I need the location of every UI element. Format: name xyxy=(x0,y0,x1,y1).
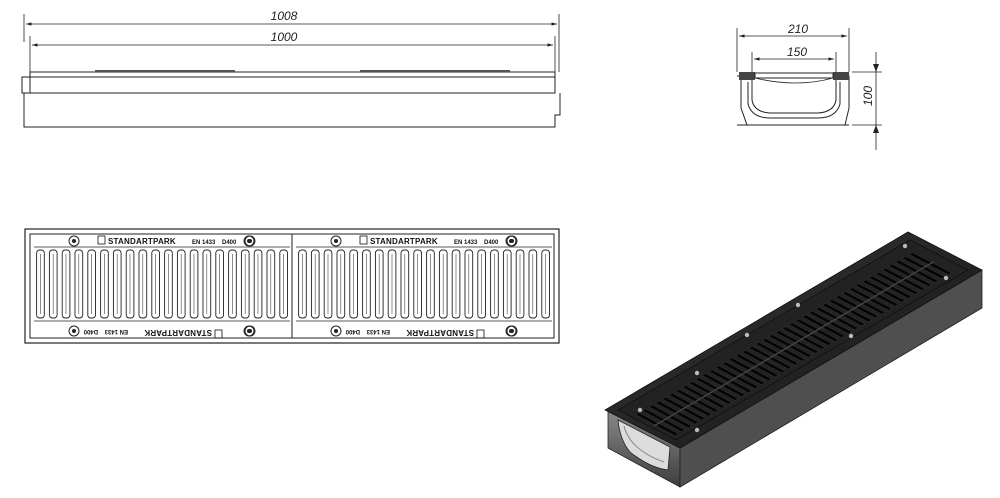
grate-slot xyxy=(362,249,371,319)
dimension-label-150: 150 xyxy=(787,45,807,59)
brand-label: STANDARTPARK xyxy=(108,237,176,246)
grate-slot xyxy=(164,249,173,319)
plan-view: STANDARTPARK EN 1433 D400 STANDARTPARK E… xyxy=(24,228,560,344)
dimension-label-1000: 1000 xyxy=(271,30,298,44)
grate-slot xyxy=(387,249,397,319)
grate-slot xyxy=(112,249,122,319)
load-class-label: D400 xyxy=(83,328,98,334)
grate-slot xyxy=(451,249,461,319)
grate-slot xyxy=(490,249,499,319)
grate-slot xyxy=(240,249,250,319)
grate-slot xyxy=(253,249,263,319)
bolt-icon xyxy=(744,332,750,338)
channel-opening xyxy=(617,419,671,471)
grate-slot xyxy=(310,249,320,319)
grate-slot xyxy=(515,249,525,319)
grate-marking-right-top: STANDARTPARK EN 1433 D400 xyxy=(359,235,499,246)
grate-slot xyxy=(298,249,307,319)
grate-slots-iso xyxy=(635,252,953,437)
bolt-icon xyxy=(694,370,700,376)
grate-slot xyxy=(176,249,186,319)
grate-slot xyxy=(477,249,486,319)
dimension-inner-width: 150 xyxy=(751,45,837,74)
grate-slot xyxy=(413,249,422,319)
grate-side-profile-2 xyxy=(360,70,510,72)
grate-slot xyxy=(426,249,435,319)
grate-slot xyxy=(87,249,96,319)
standard-label: EN 1433 xyxy=(192,240,216,246)
grate-slot xyxy=(438,249,448,319)
grate-slot xyxy=(202,249,212,319)
grate-plan-left xyxy=(34,235,290,337)
grate-slot xyxy=(189,249,199,319)
bolt-icon xyxy=(330,235,342,247)
brand-label: STANDARTPARK xyxy=(406,328,474,337)
grate-slot xyxy=(323,249,333,319)
bolt-icon xyxy=(795,302,801,308)
grate-slot xyxy=(528,249,538,319)
grate-slot xyxy=(266,249,276,319)
standard-label: EN 1433 xyxy=(366,328,390,334)
grate-slot xyxy=(61,249,71,319)
bolt-icon xyxy=(330,325,342,337)
grate-plan-right xyxy=(296,235,552,337)
grate-slot xyxy=(336,249,346,319)
bolt-icon xyxy=(243,235,255,247)
load-class-label: D400 xyxy=(222,240,237,246)
bolt-icon xyxy=(68,235,80,247)
bolt-icon xyxy=(68,325,80,337)
grate-slot xyxy=(138,249,148,319)
grate-slot xyxy=(349,249,358,319)
grate-slot xyxy=(279,249,288,319)
cross-section-view: 210 150 100 xyxy=(736,22,882,150)
grate-side-profile xyxy=(95,70,235,72)
grate-slot xyxy=(100,249,109,319)
load-class-label: D400 xyxy=(484,240,499,246)
grate-slot xyxy=(502,249,512,319)
grate-slot xyxy=(541,249,550,319)
bolt-icon xyxy=(848,333,854,339)
channel-section-outline xyxy=(737,75,850,126)
grate-slot xyxy=(48,249,58,319)
grate-slot xyxy=(228,249,237,319)
dimension-height: 100 xyxy=(852,52,882,150)
grate-slot xyxy=(36,249,45,319)
dimension-label-100: 100 xyxy=(861,86,875,106)
standard-label: EN 1433 xyxy=(454,240,478,246)
grate-marking-right-bottom: STANDARTPARK EN 1433 D400 xyxy=(345,328,485,339)
side-view: 1008 1000 xyxy=(21,9,561,128)
bolt-icon xyxy=(902,243,908,249)
brand-label: STANDARTPARK xyxy=(144,328,212,337)
grate-slot xyxy=(151,249,160,319)
load-class-label: D400 xyxy=(345,328,360,334)
bolt-icon xyxy=(637,407,643,413)
grate-slot xyxy=(400,249,410,319)
bolt-icon xyxy=(505,235,517,247)
dimension-overall-width: 210 xyxy=(736,22,850,72)
dimension-label-1008: 1008 xyxy=(271,9,298,23)
dimension-label-210: 210 xyxy=(787,22,808,36)
bolt-icon xyxy=(694,427,700,433)
dimension-inner-length: 1000 xyxy=(29,30,556,72)
grate-slot xyxy=(464,249,474,319)
bolt-icon xyxy=(943,275,949,281)
grate-slot xyxy=(74,249,84,319)
grate-slot xyxy=(215,249,224,319)
grate-section xyxy=(739,72,849,84)
brand-label: STANDARTPARK xyxy=(370,237,438,246)
grate-slot xyxy=(374,249,384,319)
isometric-view xyxy=(604,231,983,488)
bolt-icon xyxy=(505,325,517,337)
standard-label: EN 1433 xyxy=(104,328,128,334)
channel-side-outline xyxy=(21,71,561,128)
dimension-overall-length: 1008 xyxy=(23,9,560,72)
grate-marking-left-top: STANDARTPARK EN 1433 D400 xyxy=(97,235,237,246)
bolt-icon xyxy=(243,325,255,337)
grate-slot xyxy=(125,249,135,319)
grate-marking-left-bottom: STANDARTPARK EN 1433 D400 xyxy=(83,328,223,339)
